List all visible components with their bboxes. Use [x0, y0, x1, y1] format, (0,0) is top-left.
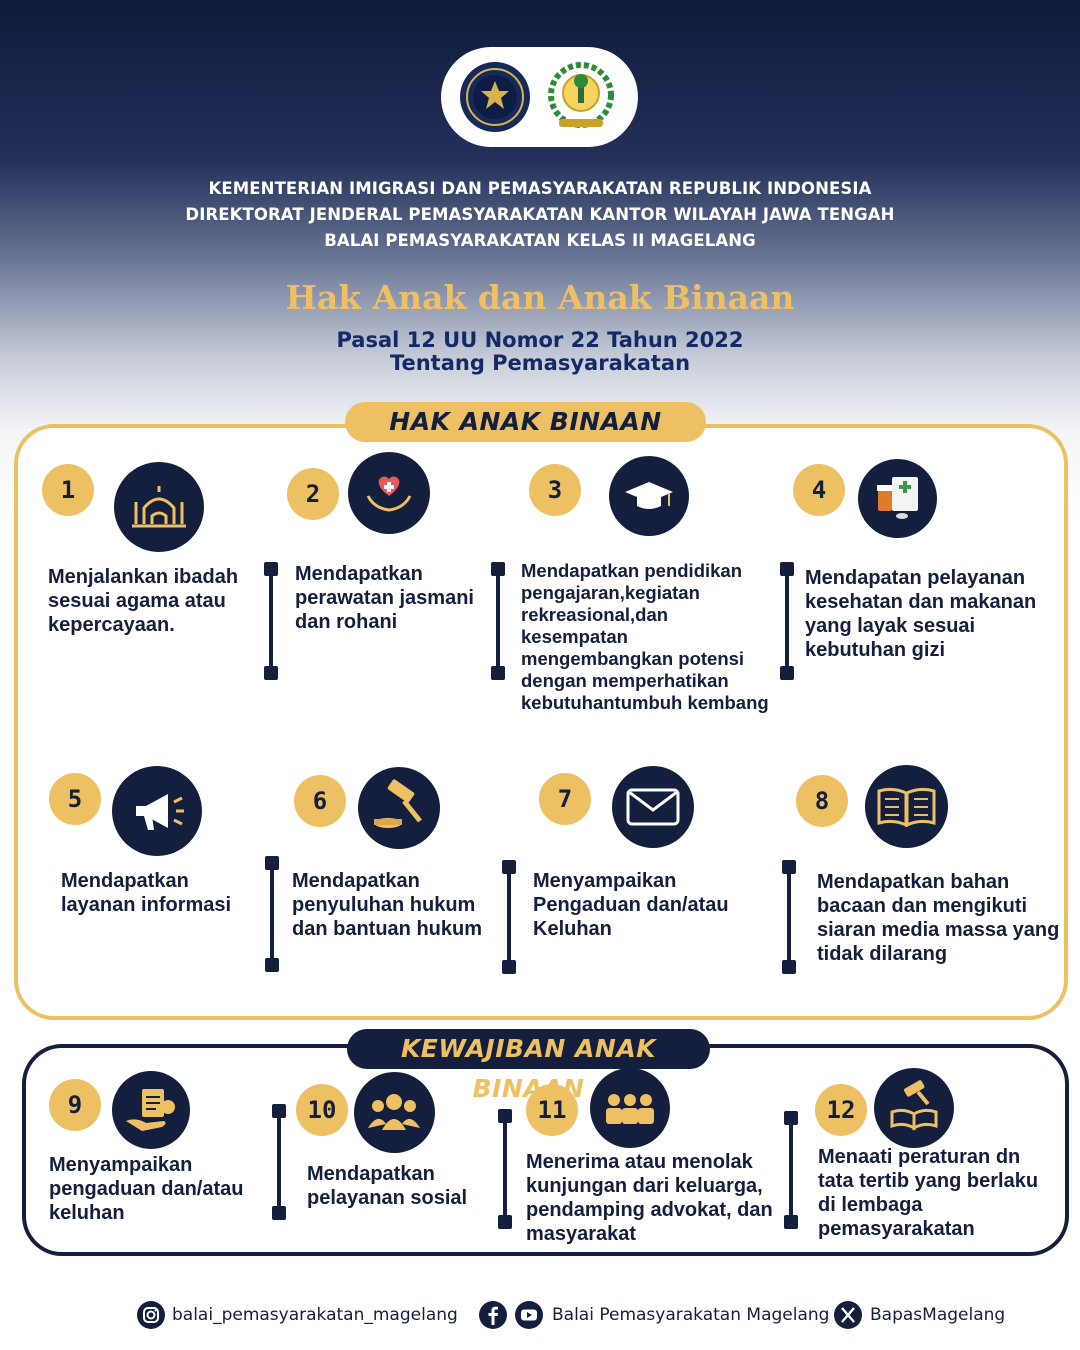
divider — [498, 1109, 512, 1229]
header-ministry: KEMENTERIAN IMIGRASI DAN PEMASYARAKATAN … — [208, 179, 872, 198]
mosque-icon — [114, 462, 204, 552]
logo-pill — [441, 47, 638, 147]
item-number: 3 — [529, 464, 581, 516]
complaint-hand-icon — [112, 1071, 190, 1149]
pemasyarakatan-logo-icon — [548, 62, 614, 128]
facebook-youtube-handle[interactable]: Balai Pemasyarakatan Magelang — [552, 1305, 830, 1325]
medicine-icon — [858, 459, 937, 538]
hak-item-text: Menyampaikan Pengaduan dan/atau Keluhan — [533, 870, 729, 940]
item-number: 5 — [49, 773, 101, 825]
divider — [780, 562, 794, 680]
kewajiban-heading: KEWAJIBAN ANAK BINAAN — [347, 1029, 710, 1103]
envelope-icon — [612, 766, 694, 848]
divider — [272, 1104, 286, 1220]
kewajiban-item-text: Menerima atau menolak kunjungan dari kel… — [526, 1151, 773, 1245]
kewajiban-item-text: Mendapatkan pelayanan sosial — [307, 1163, 468, 1209]
megaphone-icon — [112, 766, 202, 856]
divider — [491, 562, 505, 680]
family-group-icon — [590, 1068, 670, 1148]
item-number: 2 — [287, 468, 339, 520]
hak-item-text: Mendapatkan pendidikan pengajaran,kegiat… — [521, 560, 769, 713]
item-number: 9 — [49, 1079, 101, 1131]
heart-care-icon — [348, 452, 430, 534]
item-number: 11 — [526, 1084, 578, 1136]
hak-item-text: Menjalankan ibadah sesuai agama atau kep… — [48, 566, 239, 636]
header-directorate: DIREKTORAT JENDERAL PEMASYARAKATAN KANTO… — [185, 205, 895, 224]
divider — [784, 1111, 798, 1229]
item-number: 7 — [539, 773, 591, 825]
people-group-icon — [354, 1072, 435, 1153]
kewajiban-item-text: Menyampaikan pengaduan dan/atau keluhan — [49, 1154, 244, 1224]
item-number: 1 — [42, 464, 94, 516]
item-number: 10 — [296, 1084, 348, 1136]
graduation-cap-icon — [609, 456, 689, 536]
divider — [264, 562, 278, 680]
item-number: 12 — [815, 1084, 867, 1136]
divider — [502, 860, 516, 974]
subtitle-article: Pasal 12 UU Nomor 22 Tahun 2022 — [336, 328, 744, 352]
hak-item-text: Mendapatan pelayanan kesehatan dan makan… — [805, 567, 1037, 661]
hak-item-text: Mendapatkan penyuluhan hukum dan bantuan… — [292, 870, 482, 940]
item-number: 8 — [796, 775, 848, 827]
page-title: Hak Anak dan Anak Binaan — [285, 278, 795, 317]
subtitle-topic: Tentang Pemasyarakatan — [389, 351, 691, 375]
hak-item-text: Mendapatkan bahan bacaan dan mengikuti s… — [817, 871, 1060, 965]
instagram-icon[interactable] — [137, 1301, 165, 1329]
divider — [782, 860, 796, 974]
item-number: 6 — [294, 775, 346, 827]
gavel-icon — [358, 767, 440, 849]
instagram-handle[interactable]: balai_pemasyarakatan_magelang — [172, 1305, 458, 1325]
header-office: BALAI PEMASYARAKATAN KELAS II MAGELANG — [324, 231, 756, 250]
youtube-icon[interactable] — [515, 1301, 543, 1329]
x-icon[interactable] — [834, 1301, 862, 1329]
hak-item-text: Mendapatkan layanan informasi — [61, 870, 232, 916]
facebook-icon[interactable] — [479, 1301, 507, 1329]
x-handle[interactable]: BapasMagelang — [870, 1305, 1006, 1325]
ministry-logo-icon — [460, 62, 530, 132]
item-number: 4 — [793, 464, 845, 516]
hak-item-text: Mendapatkan perawatan jasmani dan rohani — [295, 563, 474, 633]
law-scale-icon — [874, 1068, 954, 1148]
hak-heading: HAK ANAK BINAAN — [345, 402, 706, 442]
kewajiban-item-text: Menaati peraturan dn tata tertib yang be… — [818, 1146, 1039, 1240]
book-icon — [865, 765, 948, 848]
divider — [265, 856, 279, 972]
